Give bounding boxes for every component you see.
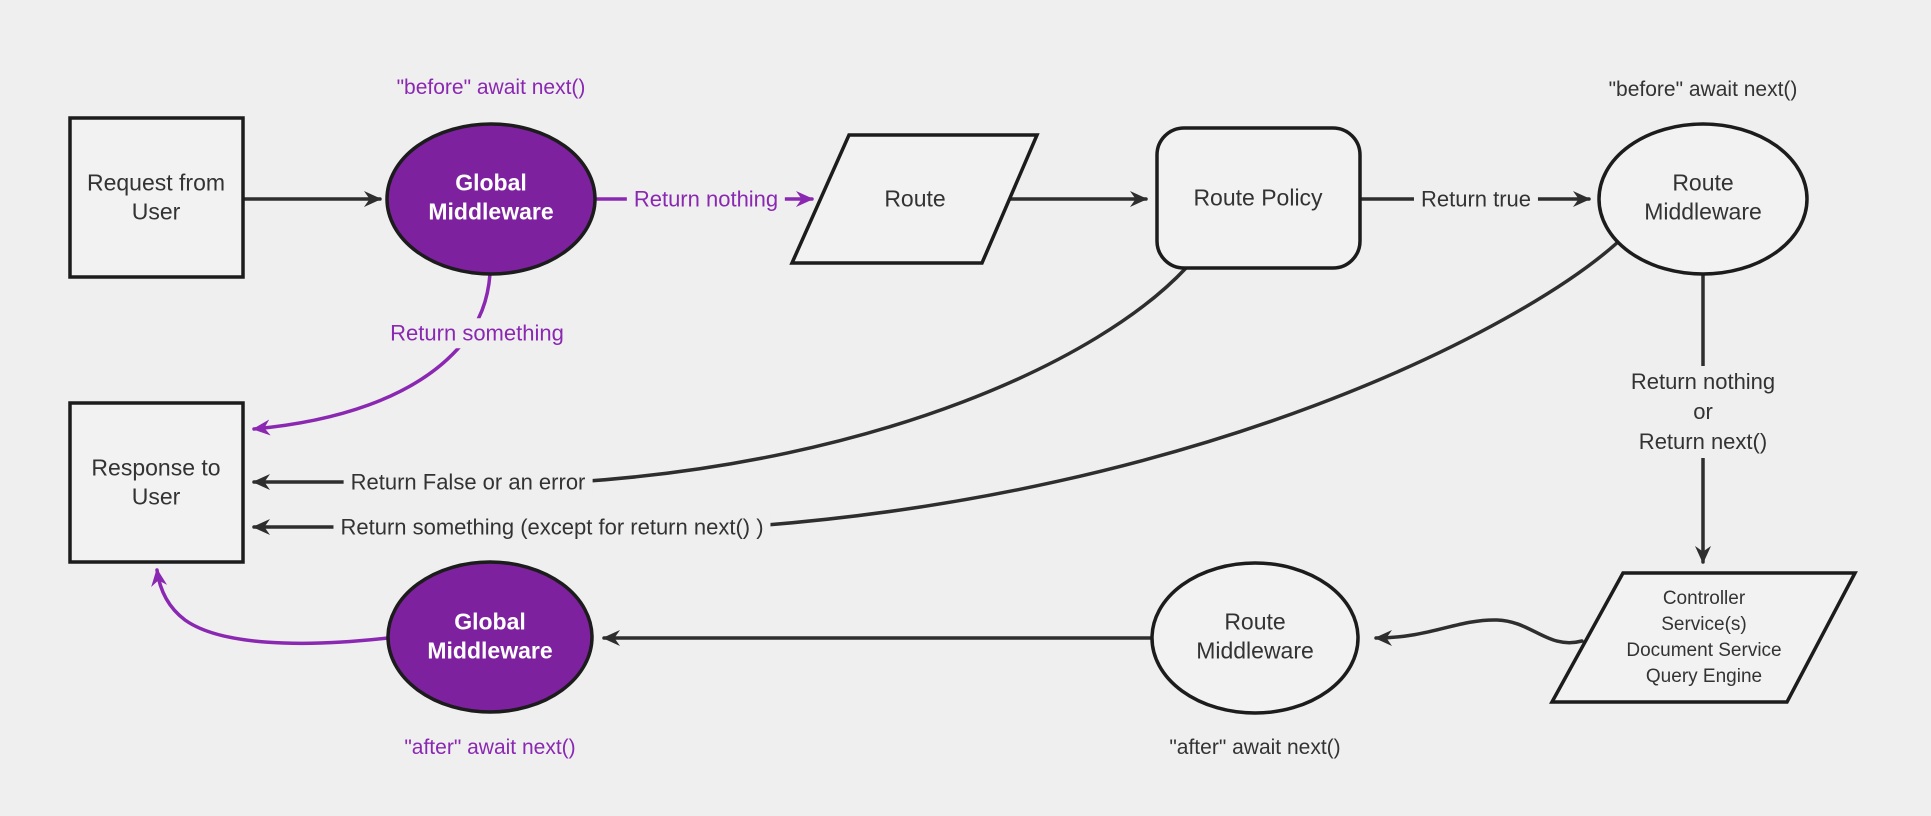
- route-middleware-top-shape: [1597, 122, 1809, 276]
- response-node-shape: [68, 401, 245, 564]
- edge-global-middleware-to-response: [151, 568, 390, 646]
- request-node-shape: [68, 116, 245, 279]
- route-middleware-bottom-shape: [1150, 561, 1360, 715]
- edge-return-false: [252, 266, 1188, 491]
- edge-controller-to-route-middleware: [1374, 618, 1584, 647]
- route-node-shape: [789, 133, 1040, 265]
- edge-return-something: [252, 272, 492, 436]
- route-policy-node-shape: [1155, 126, 1362, 270]
- global-middleware-bottom-shape: [386, 560, 594, 714]
- global-middleware-top-shape: [385, 122, 597, 276]
- controller-node-shape: [1549, 571, 1858, 704]
- edge-return-something-except: [252, 240, 1620, 536]
